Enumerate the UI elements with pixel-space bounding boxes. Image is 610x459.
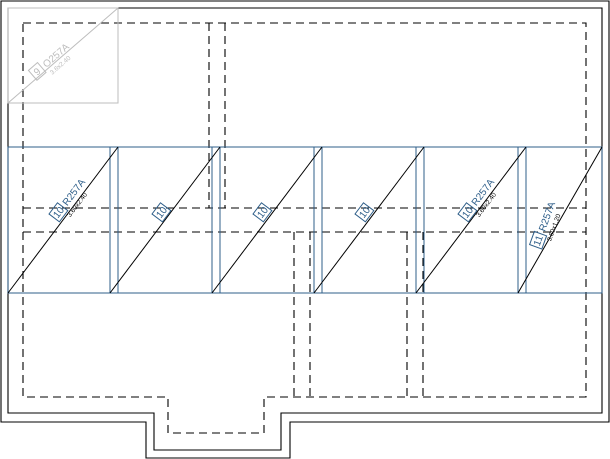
panel-tag-box [252,202,273,223]
sheet-diagonals [7,146,603,294]
ghost-panel: 9 O257A 3.6x2.40 [7,7,119,104]
panel-tag-box [528,230,548,250]
panel-tag-box [457,202,478,223]
dashed-beam-lines [22,22,587,434]
panel-tag-4: 10 [354,202,375,223]
panel-tag-box [354,202,375,223]
inner-wall-outline [7,7,603,451]
ghost-panel-tag-box [27,61,47,81]
panel-tag-box [48,202,69,223]
ghost-panel-number: 9 [32,66,44,78]
panel-number: 11 [532,234,546,248]
panel-tag-box [151,202,172,223]
panel-tag-3: 10 [252,202,273,223]
panel-tag-2: 10 [151,202,172,223]
panel-tag-5: 10 R257A 3.60x2.40 [457,177,498,223]
panel-tag-1: 10 R257A 3.60x2.40 [48,177,89,223]
panel-tag-6: 11 R257A 3.60x1.20 [528,200,563,250]
mesh-sheet-band [7,146,603,294]
